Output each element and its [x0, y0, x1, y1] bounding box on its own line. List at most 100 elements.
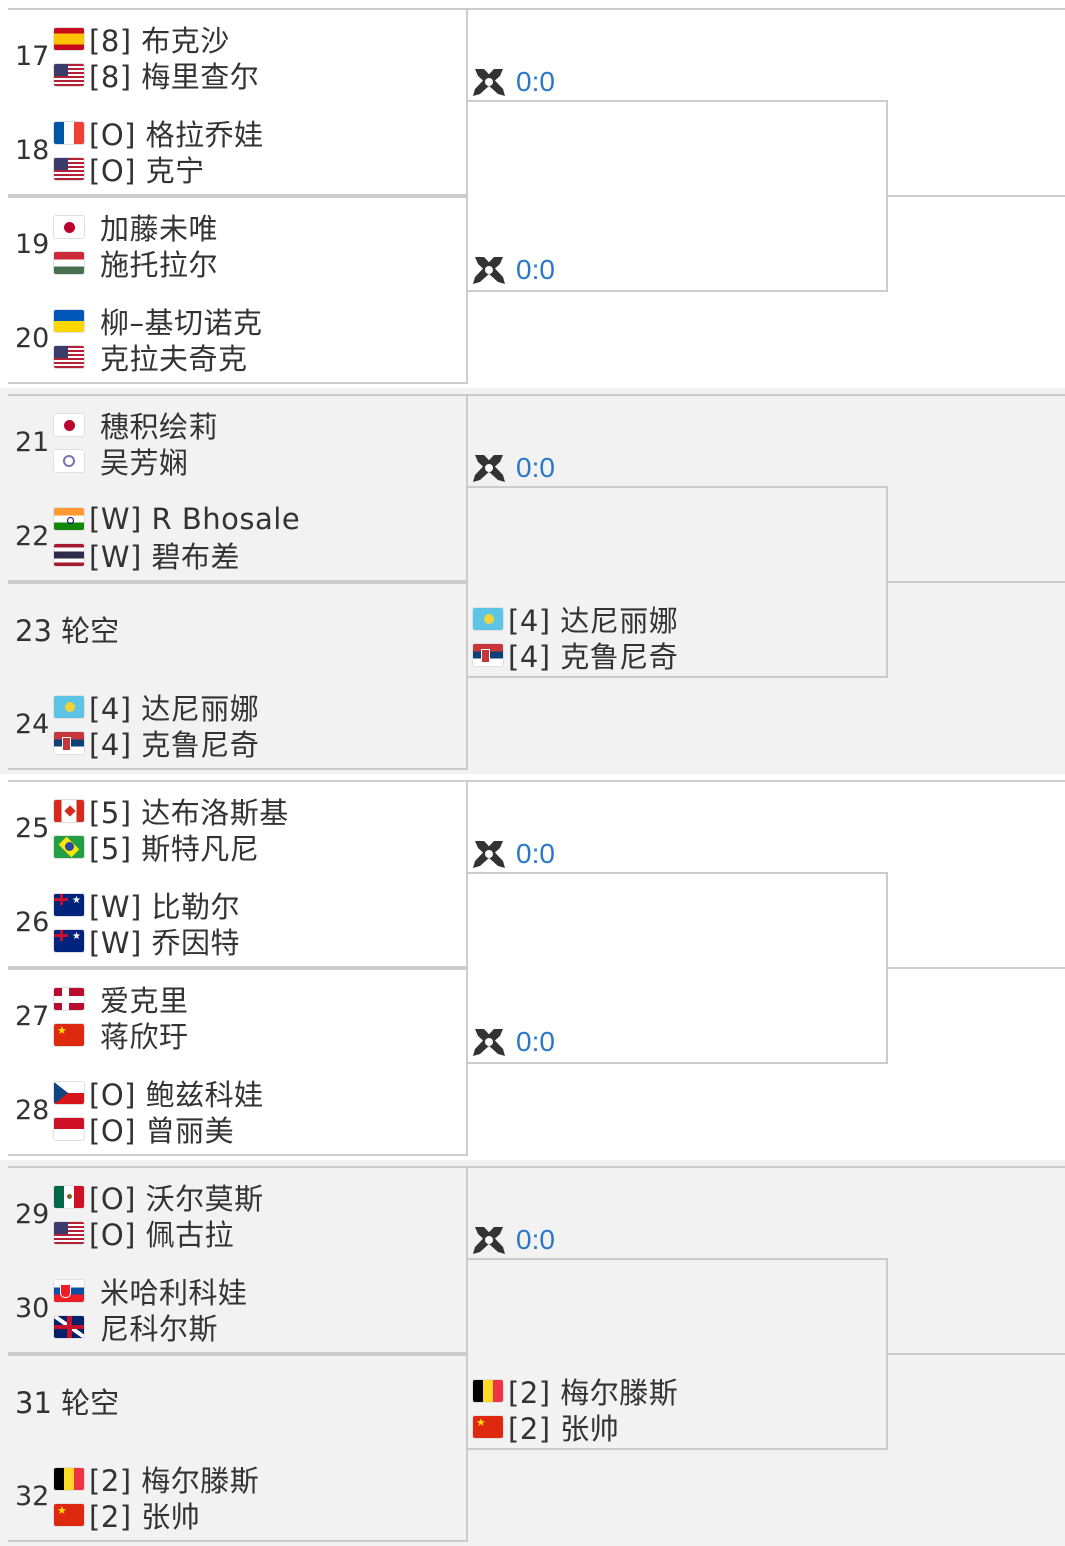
player-name: [2] 张帅	[508, 1412, 620, 1446]
china-flag-icon	[53, 1503, 85, 1527]
china-flag-icon	[53, 1023, 85, 1047]
player-name: 爱克里	[100, 984, 189, 1018]
player-name: 加藤未唯	[100, 212, 219, 246]
slot-number: 26	[15, 907, 50, 938]
player-entry[interactable]: 施托拉尔	[53, 246, 218, 282]
czech-flag-icon	[53, 1081, 85, 1105]
player-entry[interactable]: [8] 布克沙	[53, 22, 230, 58]
score-text: 0:0	[516, 1026, 555, 1057]
second-round-box	[468, 1258, 888, 1450]
match-score[interactable]: 0:0	[472, 254, 555, 286]
first-round-slot: 18[O] 格拉乔娃[O] 克宁	[0, 104, 470, 198]
usa-flag-icon	[53, 345, 85, 369]
first-round-slot: 17 [8] 布克沙[8] 梅里查尔	[0, 10, 470, 104]
player-entry[interactable]: [O] 曾丽美	[53, 1112, 234, 1148]
player-name: [4] 达尼丽娜	[89, 692, 260, 726]
player-name: [4] 达尼丽娜	[508, 604, 679, 638]
match-score[interactable]: 0:0	[472, 66, 555, 98]
bracket-line	[468, 394, 1065, 396]
player-name: 尼科尔斯	[100, 1312, 219, 1346]
player-entry[interactable]: [8] 梅里查尔	[53, 58, 259, 94]
player-name: [8] 梅里查尔	[89, 60, 260, 94]
player-name: 吴芳娴	[100, 446, 189, 480]
advanced-player-entry[interactable]: [4] 达尼丽娜	[472, 602, 678, 638]
advanced-player-entry[interactable]: [2] 梅尔滕斯	[472, 1374, 678, 1410]
match-score[interactable]: 0:0	[472, 1026, 555, 1058]
player-entry[interactable]: [W] 比勒尔	[53, 888, 240, 924]
norway-flag-icon	[53, 987, 85, 1011]
player-name: [4] 克鲁尼奇	[508, 640, 679, 674]
player-entry[interactable]: [4] 克鲁尼奇	[53, 726, 259, 762]
player-name: [O] 沃尔莫斯	[89, 1182, 264, 1216]
player-entry[interactable]: 爱克里	[53, 982, 189, 1018]
player-entry[interactable]: 蒋欣玗	[53, 1018, 189, 1054]
slot-number: 30	[15, 1293, 50, 1324]
slot-number: 17	[15, 41, 50, 72]
player-entry[interactable]: 吴芳娴	[53, 444, 189, 480]
slot-number: 18	[15, 135, 50, 166]
player-entry[interactable]: 柳–基切诺克	[53, 304, 263, 340]
advanced-player-entry[interactable]: [2] 张帅	[472, 1410, 619, 1446]
crossed-rackets-icon	[473, 1227, 505, 1254]
player-name: 米哈利科娃	[100, 1276, 248, 1310]
player-name: [O] 鲍兹科娃	[89, 1078, 264, 1112]
player-entry[interactable]: [O] 鲍兹科娃	[53, 1076, 264, 1112]
player-entry[interactable]: 穗积绘莉	[53, 408, 218, 444]
player-name: [2] 张帅	[89, 1500, 201, 1534]
player-name: 蒋欣玗	[100, 1020, 189, 1054]
player-name: [8] 布克沙	[89, 24, 230, 58]
second-round-box	[468, 872, 888, 1064]
player-entry[interactable]: [5] 达布洛斯基	[53, 794, 289, 830]
player-name: [O] 克宁	[89, 154, 205, 188]
player-entry[interactable]: 米哈利科娃	[53, 1274, 248, 1310]
player-entry[interactable]: [O] 克宁	[53, 152, 205, 188]
match-score[interactable]: 0:0	[472, 838, 555, 870]
player-entry[interactable]: [W] 乔因特	[53, 924, 240, 960]
player-entry[interactable]: 尼科尔斯	[53, 1310, 218, 1346]
australia-flag-icon	[53, 893, 85, 917]
player-entry[interactable]: [W] R Bhosale	[53, 502, 300, 536]
match-pair-box	[8, 8, 468, 196]
belgium-flag-icon	[53, 1467, 85, 1491]
player-entry[interactable]: [O] 沃尔莫斯	[53, 1180, 264, 1216]
match-pair-box	[8, 1354, 468, 1542]
first-round-slot: 24[4] 达尼丽娜[4] 克鲁尼奇	[0, 678, 470, 772]
bracket-line	[888, 967, 1065, 969]
first-round-slot: 29[O] 沃尔莫斯[O] 佩古拉	[0, 1168, 470, 1262]
player-entry[interactable]: 加藤未唯	[53, 210, 218, 246]
slot-number: 22	[15, 521, 50, 552]
advanced-player-entry[interactable]: [4] 克鲁尼奇	[472, 638, 678, 674]
player-entry[interactable]: [4] 达尼丽娜	[53, 690, 259, 726]
usa-flag-icon	[53, 1221, 85, 1245]
second-round-box	[468, 100, 888, 292]
player-entry[interactable]: [O] 佩古拉	[53, 1216, 234, 1252]
player-entry[interactable]: [O] 格拉乔娃	[53, 116, 264, 152]
bracket-line	[468, 8, 1065, 10]
bracket-line	[888, 581, 1065, 583]
first-round-slot: 26[W] 比勒尔[W] 乔因特	[0, 876, 470, 970]
japan-flag-icon	[53, 413, 85, 437]
match-pair-box	[8, 582, 468, 770]
slovakia-flag-icon	[53, 1279, 85, 1303]
kazakhstan-flag-icon	[53, 695, 85, 719]
player-name: 克拉夫奇克	[100, 342, 248, 376]
player-name: [O] 曾丽美	[89, 1114, 235, 1148]
player-entry[interactable]: [W] 碧布差	[53, 538, 240, 574]
player-entry[interactable]: [5] 斯特凡尼	[53, 830, 259, 866]
match-pair-box	[8, 780, 468, 968]
thailand-flag-icon	[53, 543, 85, 567]
match-score[interactable]: 0:0	[472, 1224, 555, 1256]
first-round-slot: 31 轮空	[0, 1356, 470, 1450]
usa-flag-icon	[53, 157, 85, 181]
match-score[interactable]: 0:0	[472, 452, 555, 484]
player-entry[interactable]: [2] 梅尔滕斯	[53, 1462, 259, 1498]
match-pair-box	[8, 394, 468, 582]
player-entry[interactable]: [2] 张帅	[53, 1498, 200, 1534]
first-round-slot: 23 轮空	[0, 584, 470, 678]
player-entry[interactable]: 克拉夫奇克	[53, 340, 248, 376]
player-name: [2] 梅尔滕斯	[508, 1376, 679, 1410]
match-pair-box	[8, 968, 468, 1156]
